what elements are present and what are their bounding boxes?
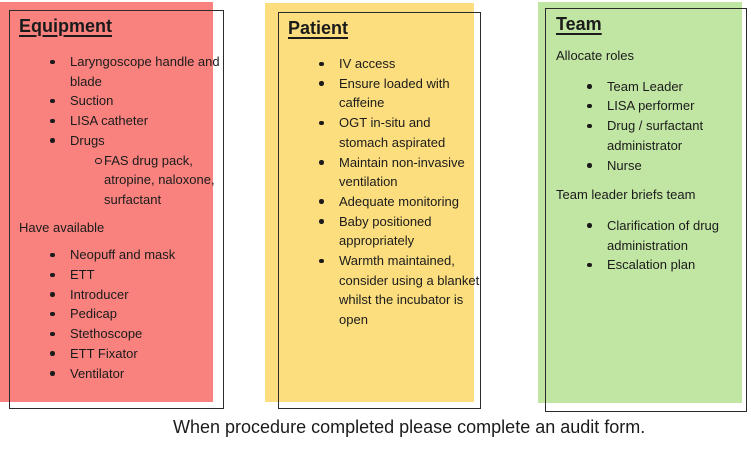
team-briefing-list: Clarification of drug administration Esc… [556,216,744,275]
list-item: Laryngoscope handle and blade [19,52,224,91]
list-item: Baby positioned appropriately [288,212,480,251]
bullet-icon [50,351,55,356]
bullet-icon [50,59,55,64]
patient-card-content: Patient IV access Ensure loaded with caf… [288,14,480,330]
bullet-icon [319,120,324,126]
allocate-roles-label: Allocate roles [556,48,635,63]
list-item: OGT in-situ and stomach aspirated [288,113,480,152]
list-item: Ventilator [19,364,224,384]
bullet-icon [587,262,592,268]
list-item: LISA performer [556,96,744,116]
list-item: Neopuff and mask [19,245,224,265]
circle-bullet-icon [95,157,102,165]
patient-card-background [265,3,474,402]
equipment-card-content: Equipment Laryngoscope handle and blade … [19,12,224,383]
equipment-title: Equipment [19,16,112,36]
bullet-icon [319,61,324,66]
list-item: Drugs FAS drug pack, atropine, naloxone,… [19,131,224,210]
list-item: Ensure loaded with caffeine [288,74,480,113]
patient-list: IV access Ensure loaded with caffeine OG… [288,54,480,330]
bullet-icon [50,252,55,258]
team-card-background [538,2,742,403]
list-item: Drug / surfactant administrator [556,116,744,155]
bullet-icon [587,84,592,89]
list-item: Stethoscope [19,324,224,344]
bullet-icon [319,199,324,204]
list-item: Adequate monitoring [288,192,480,212]
list-item: Escalation plan [556,255,744,275]
bullet-icon [587,163,592,168]
bullet-icon [50,272,55,278]
equipment-card-outline [9,10,224,409]
bullet-icon [587,123,592,129]
list-item: Suction [19,91,224,111]
bullet-icon [50,331,55,337]
list-item: LISA catheter [19,111,224,131]
equipment-available-list: Neopuff and mask ETT Introducer Pedicap … [19,245,224,383]
team-title: Team [556,14,602,34]
list-item: IV access [288,54,480,74]
bullet-icon [50,371,55,376]
bullet-icon [587,103,592,109]
list-item: Pedicap [19,304,224,324]
team-card-content: Team Allocate roles Team Leader LISA per… [556,10,744,275]
list-item: ETT Fixator [19,344,224,364]
have-available-label: Have available [19,219,105,235]
list-subitem: FAS drug pack, atropine, naloxone, surfa… [70,151,224,210]
list-item: Clarification of drug administration [556,216,744,255]
patient-card-outline [278,12,481,409]
equipment-card-background [0,2,213,402]
equipment-drugs-sublist: FAS drug pack, atropine, naloxone, surfa… [70,151,224,210]
team-briefing-label: Team leader briefs team [556,187,696,203]
bullet-icon [587,223,592,228]
patient-title: Patient [288,18,349,38]
equipment-primary-list: Laryngoscope handle and blade Suction LI… [19,52,224,210]
bullet-icon [319,81,324,86]
team-card-outline [545,8,747,412]
bullet-icon [319,219,324,224]
list-item: ETT [19,265,224,285]
team-roles-list: Team Leader LISA performer Drug / surfac… [556,77,744,176]
bullet-icon [50,138,55,143]
list-item: Nurse [556,156,744,176]
bullet-icon [50,118,55,124]
bullet-icon [50,311,55,317]
list-item: Team Leader [556,77,744,97]
list-item: Warmth maintained, consider using a blan… [288,251,480,330]
list-item: Maintain non-invasive ventilation [288,153,480,192]
bullet-icon [50,98,55,104]
audit-form-note: When procedure completed please complete… [173,417,646,437]
list-item: Introducer [19,285,224,305]
bullet-icon [319,160,324,165]
bullet-icon [319,258,324,264]
bullet-icon [50,292,55,297]
